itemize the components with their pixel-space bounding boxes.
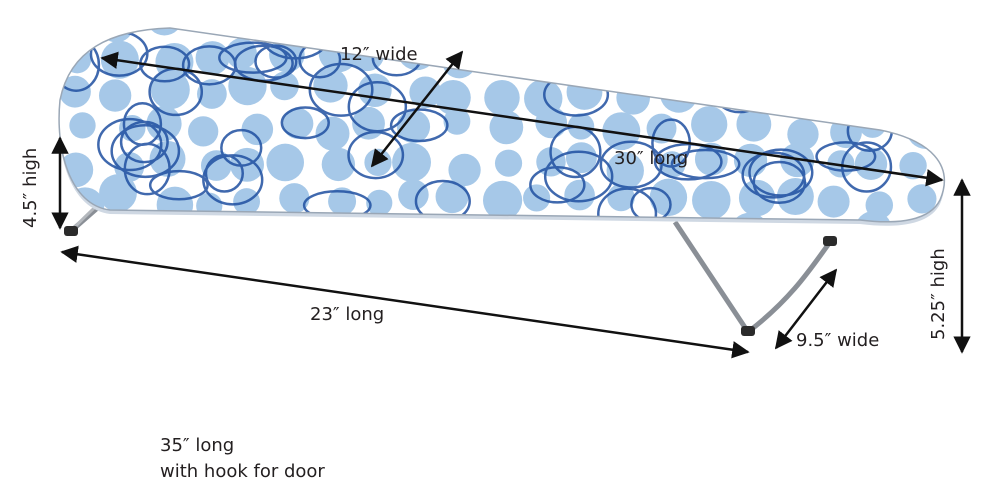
leg-span-arrow — [60, 245, 750, 359]
caption-length: 35″ long — [160, 435, 235, 456]
length-arrow-top — [100, 51, 944, 187]
dimension-arrows — [51, 50, 971, 359]
caption-hook: with hook for door — [160, 461, 325, 482]
top-length-label: 30″ long — [614, 148, 689, 169]
leg-width-arrow — [774, 268, 838, 350]
leg-width-label: 9.5″ wide — [796, 330, 880, 351]
leg-span-label: 23″ long — [310, 304, 385, 325]
top-width-label: 12″ wide — [340, 44, 418, 65]
height-left-label: 4.5″ high — [20, 147, 41, 228]
product-caption: 35″ long with hook for door — [160, 433, 325, 485]
height-right-label: 5.25″ high — [928, 248, 949, 340]
width-arrow-top — [370, 50, 464, 168]
